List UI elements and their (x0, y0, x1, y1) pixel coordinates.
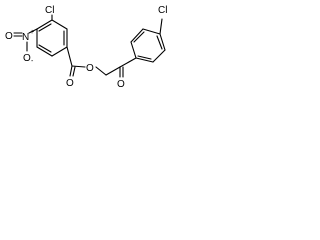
ring-to-carbonyl-bond (66, 46, 73, 67)
chemical-structure-diagram: Cl N + O O - O O O Cl (5, 5, 167, 90)
nitro-oxygen-bottom-label: O (23, 53, 31, 64)
ester-carbonyl-oxygen-label: O (66, 78, 74, 89)
ch2-to-ketone-bond (105, 66, 121, 76)
ester-oxygen-to-ch2-bond (95, 66, 107, 76)
right-benzene-ring (130, 28, 166, 63)
left-benzene-ring (36, 19, 68, 57)
carbonyl-to-ester-oxygen-bond (71, 65, 86, 68)
ketone-oxygen-label: O (117, 79, 125, 90)
nitro-oxygen-side-label: O (5, 31, 13, 42)
nitro-bond (28, 28, 38, 34)
nitro-nitrogen-charge: + (30, 29, 34, 36)
ester-oxygen-label: O (86, 63, 94, 74)
right-chlorine-label: Cl (158, 5, 167, 16)
left-chlorine-label: Cl (45, 5, 54, 16)
nitro-oxygen-charge: - (31, 58, 34, 65)
ketone-to-ring-bond (119, 57, 137, 68)
ester-carbonyl-bond-double (72, 66, 76, 77)
nitro-nitrogen-label: N (22, 32, 29, 43)
right-chloro-bond (159, 18, 163, 35)
ester-carbonyl-bond (69, 65, 73, 77)
